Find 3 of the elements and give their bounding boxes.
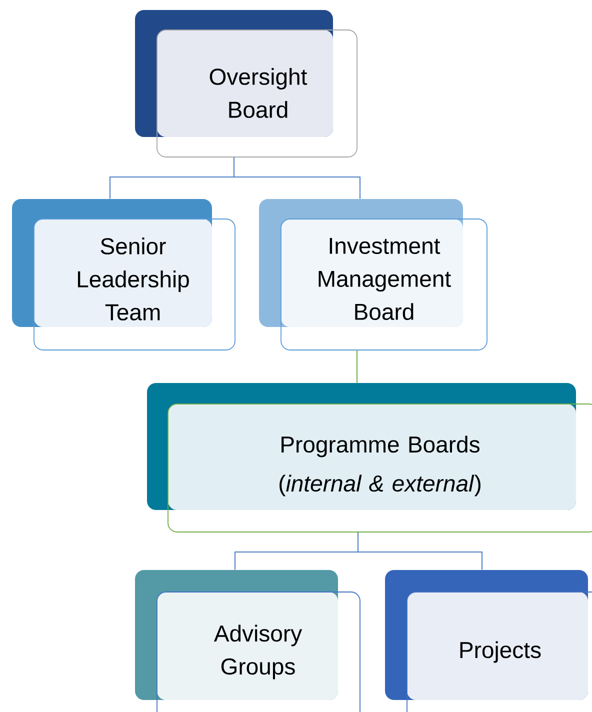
connector bbox=[234, 156, 360, 200]
connector bbox=[356, 350, 358, 384]
connector bbox=[358, 532, 482, 570]
